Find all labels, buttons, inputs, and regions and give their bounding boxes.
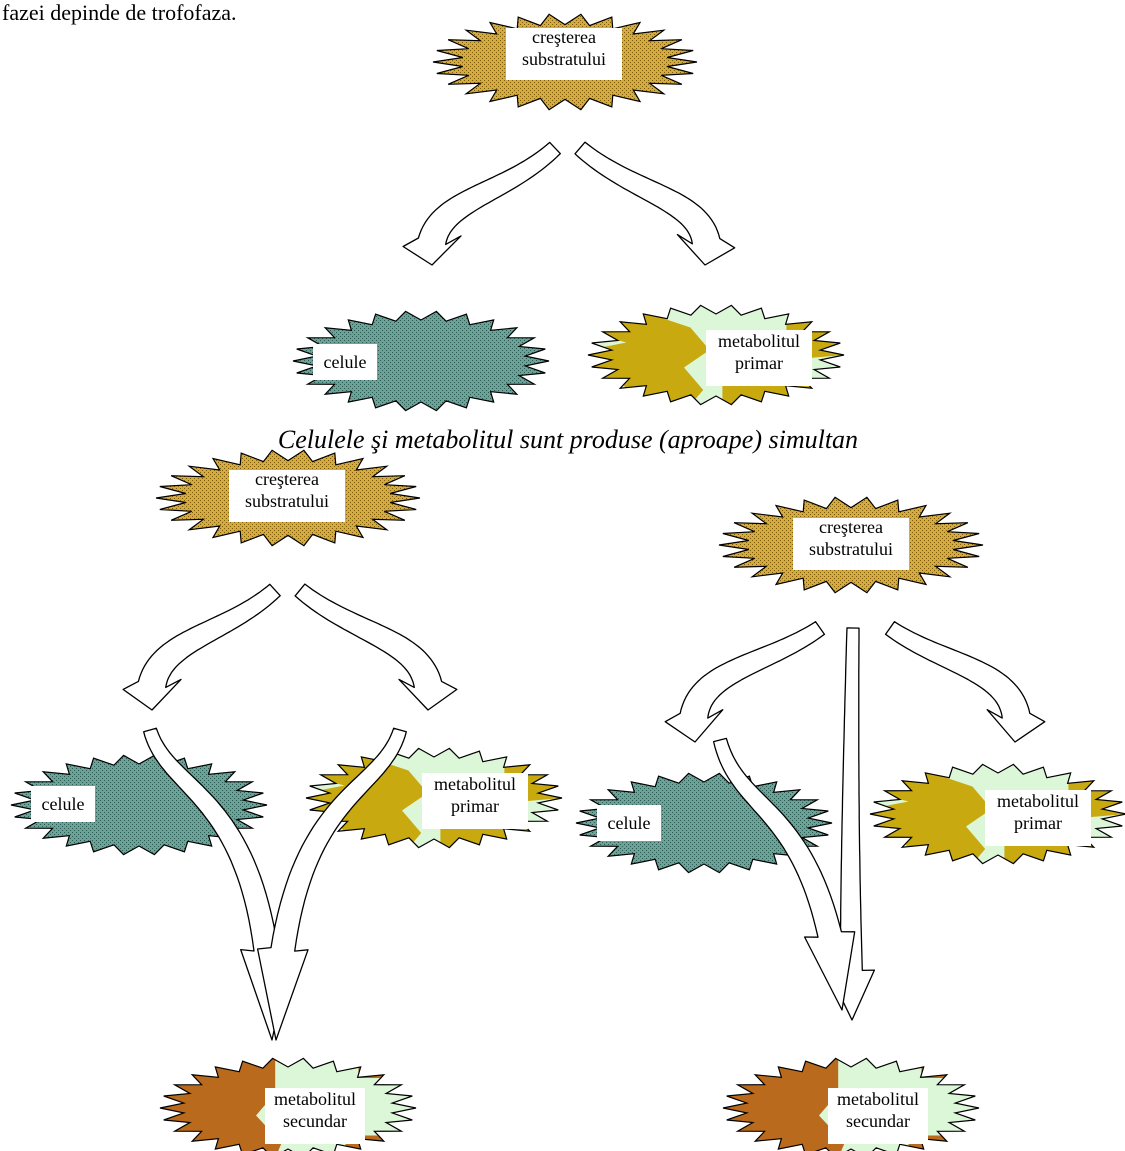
substrate-burst-right-label-line-2: substratului bbox=[809, 539, 893, 559]
caption-text: Celulele şi metabolitul sunt produse (ap… bbox=[278, 425, 858, 454]
secondary-burst-left-label-line-1: metabolitul bbox=[274, 1089, 356, 1109]
arrow-top-to-cells bbox=[402, 141, 561, 266]
arrow-right-to-primary bbox=[884, 621, 1046, 743]
secondary-burst-left-label-line-2: secundar bbox=[283, 1111, 347, 1131]
arrow-right-to-cells bbox=[664, 621, 826, 743]
top-text: fazei depinde de trofofaza. bbox=[2, 0, 237, 25]
diagram-labels: creştereasubstratuluicreştereasubstratul… bbox=[31, 27, 1091, 1144]
substrate-burst-right-label-line-1: creşterea bbox=[819, 517, 883, 537]
arrow-left-to-cells bbox=[122, 583, 281, 711]
primary-burst-top-label-line-2: primar bbox=[735, 353, 783, 373]
primary-burst-right-label-line-1: metabolitul bbox=[997, 791, 1079, 811]
substrate-burst-left-label-line-2: substratului bbox=[245, 491, 329, 511]
substrate-burst-top-label-line-1: creşterea bbox=[532, 27, 596, 47]
cells-burst-left-label-line-1: celule bbox=[42, 794, 85, 814]
cells-burst-right-label: celule bbox=[597, 805, 661, 841]
cells-burst-right-label-line-1: celule bbox=[608, 813, 651, 833]
arrow-top-to-primary bbox=[574, 141, 736, 266]
cells-burst-left-label: celule bbox=[31, 786, 95, 822]
primary-burst-left-label-line-1: metabolitul bbox=[434, 774, 516, 794]
secondary-burst-right-label-line-2: secundar bbox=[846, 1111, 910, 1131]
arrow-cells-to-secondary-right bbox=[712, 737, 856, 1011]
cells-burst-top bbox=[292, 310, 550, 412]
primary-burst-right-label-line-2: primar bbox=[1014, 813, 1062, 833]
secondary-burst-right-label-line-1: metabolitul bbox=[837, 1089, 919, 1109]
substrate-burst-top-label-line-2: substratului bbox=[522, 49, 606, 69]
cells-burst-top-label-line-1: celule bbox=[324, 352, 367, 372]
primary-burst-top-label-line-1: metabolitul bbox=[718, 331, 800, 351]
cells-burst-top-label: celule bbox=[313, 344, 377, 380]
arrow-left-to-primary bbox=[294, 583, 458, 711]
primary-burst-left-label-line-2: primar bbox=[451, 796, 499, 816]
diagram-shapes bbox=[10, 13, 1125, 1151]
substrate-burst-left-label-line-1: creşterea bbox=[255, 469, 319, 489]
diagram-arrows bbox=[122, 141, 1046, 1041]
cells-burst-left bbox=[10, 754, 268, 856]
arrow-right-to-secondary-direct bbox=[827, 627, 876, 1021]
arrow-primary-to-secondary-left bbox=[256, 727, 407, 1041]
